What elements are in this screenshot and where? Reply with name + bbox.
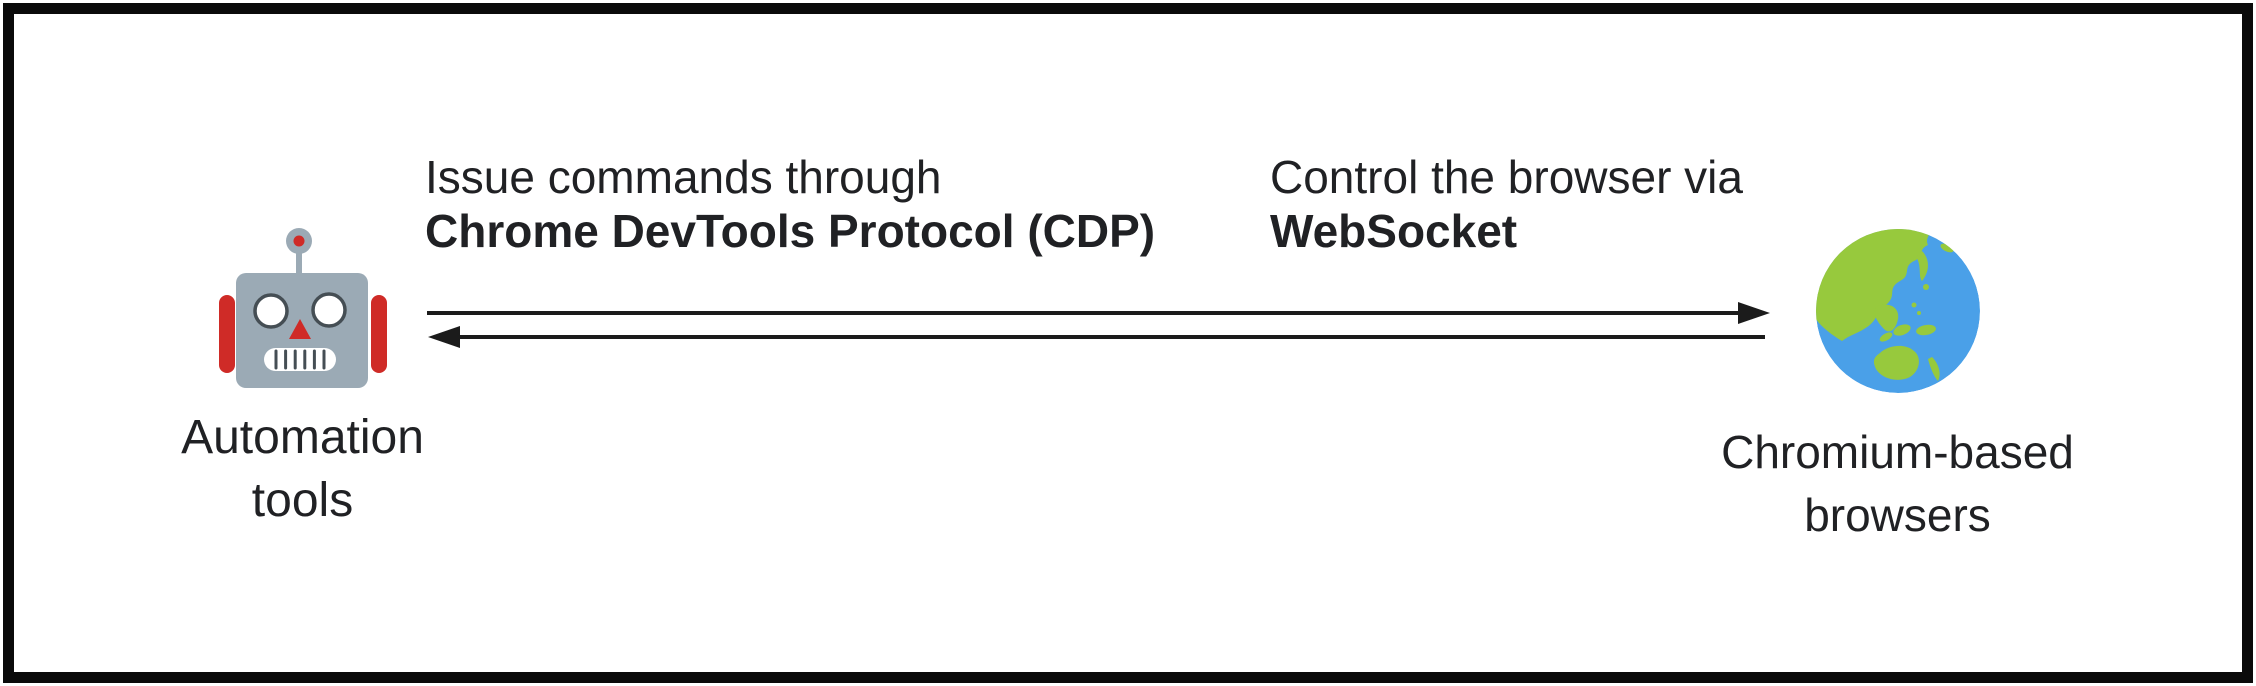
annotation-websocket-line1: Control the browser via — [1270, 151, 1743, 203]
chromium-browsers-label-line2: browsers — [1804, 489, 1991, 541]
robot-nose — [288, 319, 311, 339]
robot-antenna — [285, 228, 312, 277]
annotation-cdp: Issue commands through Chrome DevTools P… — [425, 150, 1155, 258]
automation-tools-label-line1: Automation — [181, 411, 424, 464]
automation-tools-label-line2: tools — [251, 474, 354, 527]
flow-arrows — [427, 302, 1770, 348]
annotation-websocket: Control the browser via WebSocket — [1270, 150, 1743, 258]
automation-tools-label: Automation tools — [181, 406, 424, 532]
robot-icon — [218, 228, 387, 388]
robot-mouth — [263, 348, 336, 371]
robot-ears — [218, 295, 387, 373]
right-arrowhead-icon — [1738, 302, 1770, 324]
left-arrowhead-icon — [428, 326, 460, 348]
chromium-browsers-label: Chromium-based browsers — [1721, 421, 2074, 547]
annotation-websocket-line2: WebSocket — [1270, 205, 1518, 257]
robot-eyes — [252, 292, 347, 329]
node-chromium-browsers: Chromium-based browsers — [1705, 227, 2090, 547]
node-automation-tools: Automation tools — [115, 227, 490, 532]
chromium-browsers-label-line1: Chromium-based — [1721, 426, 2074, 478]
annotation-cdp-line2: Chrome DevTools Protocol (CDP) — [425, 205, 1156, 257]
globe-icon — [1815, 229, 1980, 393]
annotation-cdp-line1: Issue commands through — [425, 151, 942, 203]
